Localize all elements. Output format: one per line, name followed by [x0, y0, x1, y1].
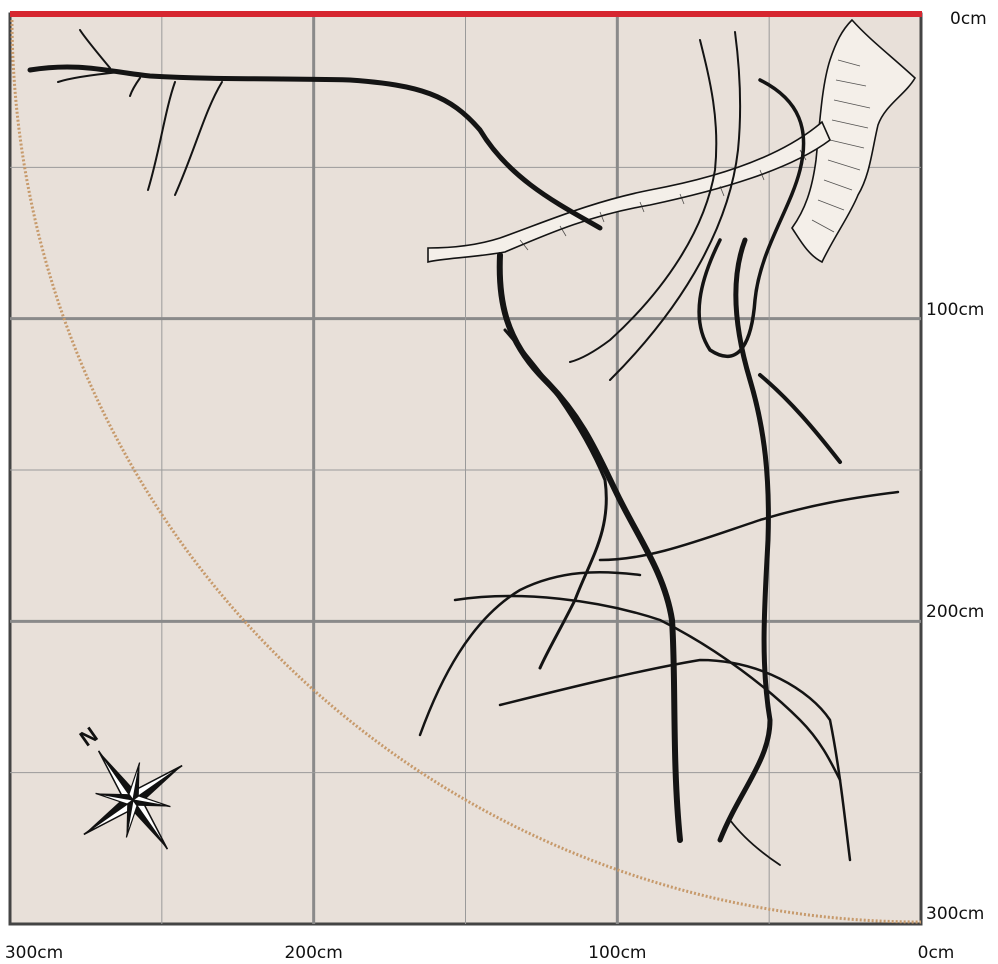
y-tick-label: 100cm [926, 300, 984, 320]
compass-rose-icon: N [75, 722, 183, 850]
x-tick-label: 300cm [5, 943, 63, 963]
crown-hatching [811, 59, 871, 233]
soil-surface-line [10, 11, 922, 17]
shallow-root-twig [57, 29, 223, 196]
root-fine-southeast [498, 658, 852, 862]
root-center-main [717, 237, 773, 843]
root-fine-upper [569, 39, 718, 363]
y-tick-label: 0cm [950, 9, 987, 29]
root-fine-crossing [453, 594, 842, 782]
main-lateral-root [427, 120, 831, 264]
drip-line-arc [10, 19, 922, 924]
root-fine-upper-2 [609, 31, 742, 381]
root-crown-loop [697, 78, 806, 358]
root-fine-east [598, 490, 900, 562]
root-fine-twig [729, 819, 781, 866]
lateral-hatching [519, 149, 807, 251]
root-center-branch [758, 373, 842, 464]
y-tick-label: 300cm [926, 904, 984, 924]
root-left-branch [503, 328, 608, 670]
roots-illustration [27, 18, 917, 866]
root-fine-lower [418, 570, 642, 737]
x-tick-label: 100cm [588, 943, 646, 963]
y-tick-label: 200cm [926, 602, 984, 622]
x-axis-labels: 300cm 200cm 100cm 0cm [5, 943, 955, 963]
shallow-root-west [27, 64, 603, 231]
y-axis-labels: 0cm 100cm 200cm 300cm [926, 9, 987, 924]
x-tick-label: 200cm [284, 943, 342, 963]
x-tick-label: 0cm [918, 943, 955, 963]
